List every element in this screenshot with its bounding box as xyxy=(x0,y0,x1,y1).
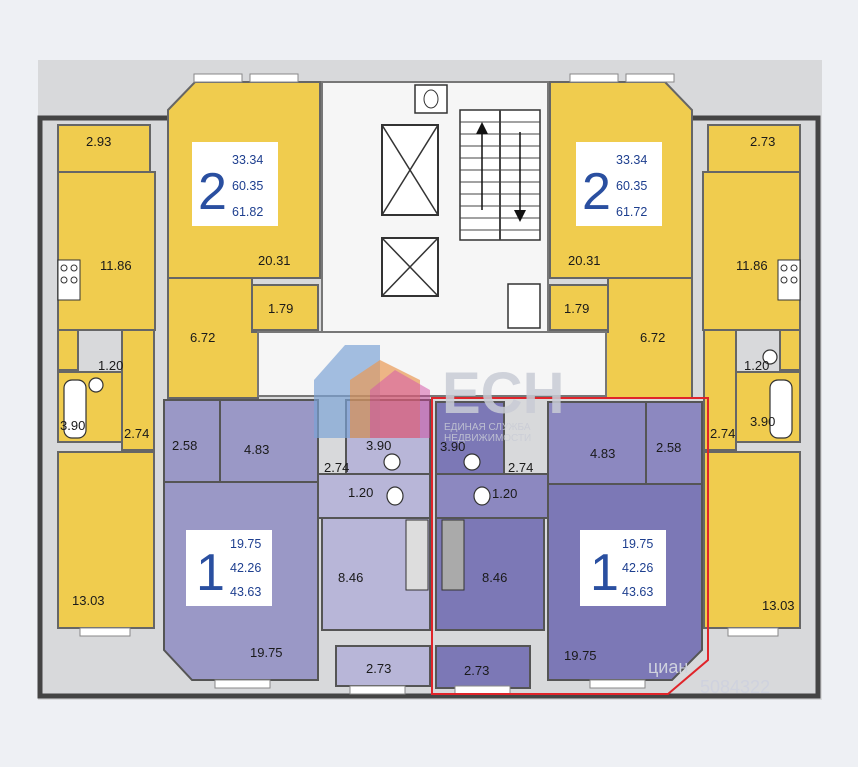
svg-text:61.72: 61.72 xyxy=(616,205,647,219)
rooms-count: 2 xyxy=(198,163,227,221)
room-area: 2.73 xyxy=(464,663,489,678)
esn-logo: ЕСН ЕДИНАЯ СЛУЖБА НЕДВИЖИМОСТИ xyxy=(314,345,564,444)
selected-apartment-outline xyxy=(431,397,709,695)
room-area: 8.46 xyxy=(338,570,363,585)
room-area: 3.90 xyxy=(750,414,775,429)
stairs-icon xyxy=(459,109,541,241)
svg-text:42.26: 42.26 xyxy=(622,561,653,575)
toilet-icon xyxy=(423,89,439,109)
room-area: 6.72 xyxy=(190,330,215,345)
room-area: 2.74 xyxy=(508,460,533,475)
room-area: 19.75 xyxy=(564,648,597,663)
room-area: 2.73 xyxy=(750,134,775,149)
apartment-label-left-2room: 2 33.34 60.35 61.82 xyxy=(192,142,278,226)
room-area: 13.03 xyxy=(72,593,105,608)
room-area: 6.72 xyxy=(640,330,665,345)
elevator-icon xyxy=(381,124,439,297)
rooms-count: 1 xyxy=(196,544,225,602)
svg-text:60.35: 60.35 xyxy=(616,179,647,193)
room-labels: 2.93 11.86 20.31 1.79 6.72 1.20 3.90 2.7… xyxy=(60,134,795,678)
house-logo-icon xyxy=(314,345,430,438)
stove-icon xyxy=(57,259,801,591)
room-area: 19.75 xyxy=(250,645,283,660)
apartment-label-right-1room: 1 19.75 42.26 43.63 xyxy=(580,530,666,606)
logo-text: ЕСН xyxy=(442,361,564,426)
logo-line1: ЕДИНАЯ СЛУЖБА xyxy=(444,422,531,433)
svg-text:61.82: 61.82 xyxy=(232,205,263,219)
room-area: 1.79 xyxy=(268,301,293,316)
room-area: 2.74 xyxy=(124,426,149,441)
rooms-count: 2 xyxy=(582,163,611,221)
room-area: 2.73 xyxy=(366,661,391,676)
svg-text:33.34: 33.34 xyxy=(616,153,647,167)
logo-line2: НЕДВИЖИМОСТИ xyxy=(444,433,531,444)
room-area: 1.20 xyxy=(98,358,123,373)
room-area: 3.90 xyxy=(60,418,85,433)
room-area: 8.46 xyxy=(482,570,507,585)
room-area: 11.86 xyxy=(736,258,768,273)
svg-text:42.26: 42.26 xyxy=(230,561,261,575)
room-area: 11.86 xyxy=(100,258,132,273)
apartment-label-left-1room: 1 19.75 42.26 43.63 xyxy=(186,530,272,606)
room-area: 2.74 xyxy=(324,460,349,475)
svg-text:43.63: 43.63 xyxy=(622,585,653,599)
svg-text:43.63: 43.63 xyxy=(230,585,261,599)
svg-text:60.35: 60.35 xyxy=(232,179,263,193)
room-area: 3.90 xyxy=(366,438,391,453)
room-area: 20.31 xyxy=(258,253,291,268)
room-area: 1.20 xyxy=(492,486,517,501)
svg-text:19.75: 19.75 xyxy=(230,537,261,551)
room-area: 4.83 xyxy=(244,442,269,457)
room-area: 4.83 xyxy=(590,446,615,461)
bathtub-icon xyxy=(63,379,793,439)
cian-watermark: циан 5084322 xyxy=(648,657,770,697)
watermark-brand: циан xyxy=(648,657,688,677)
room-area: 1.79 xyxy=(564,301,589,316)
room-area: 2.58 xyxy=(172,438,197,453)
room-area: 13.03 xyxy=(762,598,795,613)
room-area: 20.31 xyxy=(568,253,601,268)
room-area: 2.58 xyxy=(656,440,681,455)
room-area: 3.90 xyxy=(440,439,465,454)
watermark-code: 5084322 xyxy=(700,677,770,697)
rooms-count: 1 xyxy=(590,544,619,602)
apartment-label-right-2room: 2 33.34 60.35 61.72 xyxy=(576,142,662,226)
common-core xyxy=(257,81,607,397)
room-area: 2.74 xyxy=(710,426,735,441)
room-area: 2.93 xyxy=(86,134,111,149)
sink-icon xyxy=(88,349,778,506)
svg-text:33.34: 33.34 xyxy=(232,153,263,167)
svg-text:19.75: 19.75 xyxy=(622,537,653,551)
room-area: 1.20 xyxy=(348,485,373,500)
room-area: 1.20 xyxy=(744,358,769,373)
